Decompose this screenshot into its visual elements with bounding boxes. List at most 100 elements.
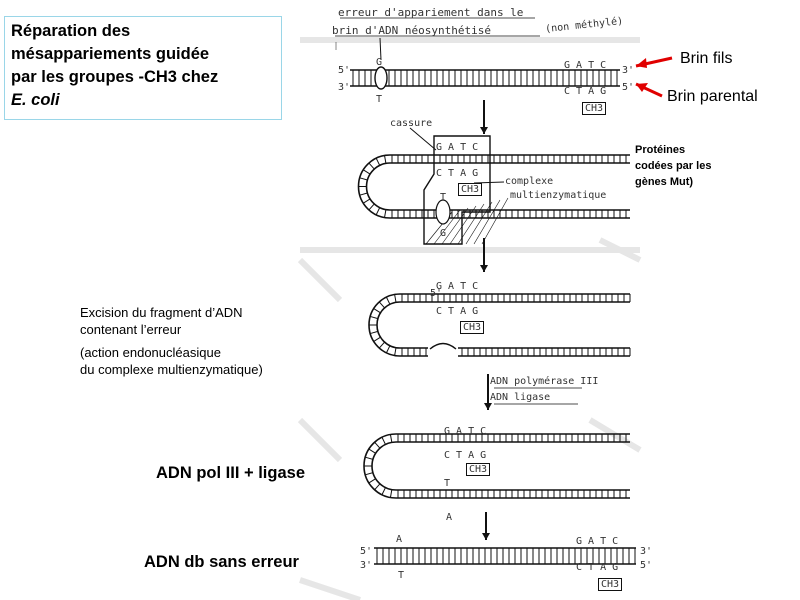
background-decoration <box>300 260 340 300</box>
hairpin-4-outer <box>364 434 630 498</box>
hairpin-3-rung-arc <box>395 294 396 302</box>
hairpin-4-rung-arc <box>365 473 373 475</box>
three-prime-1: 3' <box>338 82 350 93</box>
hairpin-3-rung-arc <box>370 331 378 333</box>
hairpin-3-outer <box>369 294 630 356</box>
hairpin-3-rung-arc <box>395 348 396 356</box>
base-a-4: A <box>446 512 452 523</box>
hairpin-3-rung-arc <box>370 316 378 318</box>
ch3-box-3: CH3 <box>460 321 484 334</box>
step-arrow-4-head <box>482 533 490 540</box>
hairpin-4-inner <box>372 442 630 490</box>
hairpin-2-rung-arc <box>360 178 368 180</box>
hairpin-4-rung-arc <box>390 490 391 498</box>
title-line-1: Réparation des <box>11 20 275 43</box>
gatc-label-2: G A T C <box>436 142 478 153</box>
hairpin-4-rung-arc <box>369 449 376 453</box>
hairpin-3-rung-arc <box>386 297 390 304</box>
ctag-label-1: C T A G <box>564 86 606 97</box>
proteines-label-3: gènes Mut) <box>635 174 693 190</box>
hairpin-2-rung-arc <box>360 193 368 195</box>
background-decoration <box>300 580 360 600</box>
complexe-hatch <box>482 198 508 244</box>
base-t-2: T <box>440 192 446 203</box>
hairpin-2-rung-arc <box>363 170 370 174</box>
step-arrow-2-head <box>480 265 488 272</box>
hairpin-4-rung-arc <box>375 484 380 490</box>
three-prime-5: 3' <box>360 560 372 571</box>
hairpin-2-rung-arc <box>369 163 374 169</box>
hairpin-2-rung-arc <box>385 155 386 163</box>
hairpin-4-rung-arc <box>365 457 373 459</box>
hairpin-3-rung-arc <box>379 342 384 348</box>
gatc-label-4: G A T C <box>444 426 486 437</box>
background-decoration <box>300 420 340 460</box>
brin-parental-label: Brin parental <box>667 88 758 106</box>
complexe-label-1: complexe <box>505 176 553 187</box>
ch3-box-4: CH3 <box>466 463 490 476</box>
excision-gap <box>428 340 458 358</box>
hairpin-2-rung-arc <box>363 199 370 203</box>
enzyme-label-2: ADN ligase <box>490 392 550 403</box>
three-prime-5b: 3' <box>640 546 652 557</box>
five-prime-1: 5' <box>338 65 350 76</box>
step-arrow-1-head <box>480 127 488 134</box>
ctag-label-3: C T A G <box>436 306 478 317</box>
hairpin-3-rung-arc <box>374 337 381 341</box>
complexe-label-2: multienzymatique <box>510 190 606 201</box>
five-prime-1b: 5' <box>622 82 634 93</box>
hairpin-2-rung-arc <box>376 158 380 165</box>
hairpin-3-inner <box>377 302 630 348</box>
hairpin-3-rung-arc <box>379 302 384 308</box>
hairpin-2-outer <box>359 155 631 218</box>
hairpin-4-rung-arc <box>382 437 386 444</box>
ctag-label-4: C T A G <box>444 450 486 461</box>
pol-ligase-label: ADN pol III + ligase <box>156 464 305 483</box>
erreur-annotation-1: erreur d'appariement dans le <box>338 6 523 19</box>
title-line-3: par les groupes -CH3 chez <box>11 66 275 89</box>
base-t-5: T <box>398 570 404 581</box>
proteines-label-1: Protéines <box>635 142 685 158</box>
brin-fils-label: Brin fils <box>680 50 732 68</box>
base-t-4: T <box>444 478 450 489</box>
excision-label-4: du complexe multienzymatique) <box>80 361 263 378</box>
proteines-label-2: codées par les <box>635 158 711 174</box>
excision-label-1: Excision du fragment d’ADN <box>80 304 243 321</box>
three-prime-1b: 3' <box>622 65 634 76</box>
erreur-annotation-2: brin d'ADN néosynthétisé <box>332 24 491 37</box>
background-decoration <box>590 420 640 450</box>
gatc-label-1: G A T C <box>564 60 606 71</box>
hairpin-2-rung-arc <box>385 210 386 218</box>
hairpin-4-rung-arc <box>382 488 386 495</box>
complexe-hatch <box>474 200 500 244</box>
excision-label-2: contenant l’erreur <box>80 321 181 338</box>
hairpin-2-rung-arc <box>369 204 374 210</box>
mismatch-bubble-1 <box>375 67 387 89</box>
hairpin-4-rung-arc <box>375 442 380 448</box>
base-g-1: G <box>376 57 382 68</box>
cassure-pointer <box>410 128 436 150</box>
gatc-label-5: G A T C <box>576 536 618 547</box>
cassure-label: cassure <box>390 118 432 129</box>
sans-erreur-label: ADN db sans erreur <box>144 553 299 572</box>
complexe-hatch <box>466 202 492 244</box>
hairpin-3-rung-arc <box>374 309 381 313</box>
title-line-2: mésappariements guidée <box>11 43 275 66</box>
ch3-box-2: CH3 <box>458 183 482 196</box>
hairpin-4-rung-arc <box>369 479 376 483</box>
excision-label-3: (action endonucléasique <box>80 344 221 361</box>
hairpin-4-rung-arc <box>390 434 391 442</box>
base-t-1: T <box>376 94 382 105</box>
ctag-label-2: C T A G <box>436 168 478 179</box>
base-a-5: A <box>396 534 402 545</box>
base-g-2: G <box>440 228 446 239</box>
ctag-label-5: C T A G <box>576 562 618 573</box>
enzyme-label-1: ADN polymérase III <box>490 376 598 387</box>
gatc-label-3: G A T C <box>436 281 478 292</box>
step-arrow-3-head <box>484 403 492 410</box>
ch3-box-5: CH3 <box>598 578 622 591</box>
mismatch-bubble-2 <box>436 200 450 224</box>
title-box: Réparation des mésappariements guidée pa… <box>4 16 282 120</box>
five-prime-3: 5' <box>430 288 442 299</box>
hairpin-3-rung-arc <box>386 346 390 353</box>
